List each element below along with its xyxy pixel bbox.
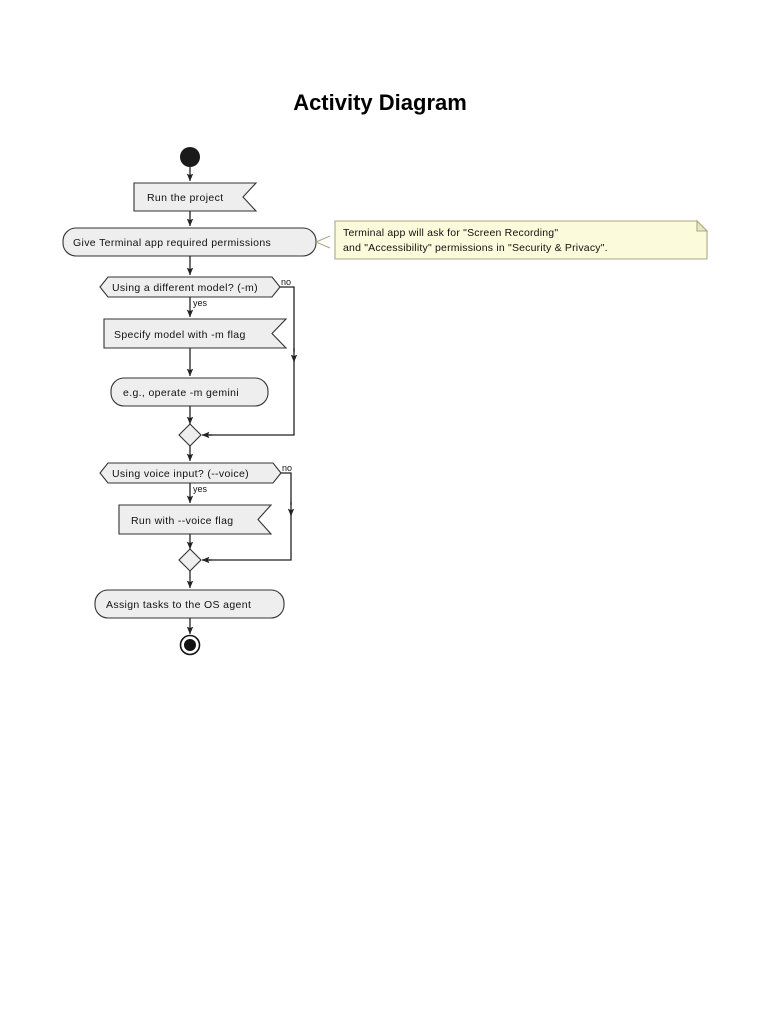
merge-node-model xyxy=(178,423,202,447)
page-title: Activity Diagram xyxy=(293,90,467,115)
node-example-gemini[interactable]: e.g., operate -m gemini xyxy=(110,377,269,407)
guard-voice-yes: yes xyxy=(193,484,208,494)
decision-using-different-model[interactable]: Using a different model? (-m) xyxy=(99,276,281,298)
note-connector xyxy=(315,235,331,249)
edge-decision-voice-no-to-merge xyxy=(206,512,292,561)
node-assign-tasks-label: Assign tasks to the OS agent xyxy=(106,599,251,611)
edge-decision-model-no-to-merge xyxy=(206,358,295,436)
node-specify-model-label: Specify model with -m flag xyxy=(114,329,246,341)
node-run-the-project[interactable]: Run the project xyxy=(133,182,258,212)
guard-model-no: no xyxy=(281,277,291,287)
note-permissions-line-1: Terminal app will ask for "Screen Record… xyxy=(343,227,558,239)
note-permissions-line-2: and "Accessibility" permissions in "Secu… xyxy=(343,242,608,254)
node-run-with-voice-flag[interactable]: Run with --voice flag xyxy=(118,504,273,535)
node-example-gemini-label: e.g., operate -m gemini xyxy=(123,387,239,399)
node-run-with-voice-flag-label: Run with --voice flag xyxy=(131,515,233,527)
guard-voice-no: no xyxy=(282,463,292,473)
decision-using-voice-input[interactable]: Using voice input? (--voice) xyxy=(99,462,282,484)
edge-decision-model-no-down xyxy=(280,286,295,352)
node-run-the-project-label: Run the project xyxy=(147,192,223,204)
node-specify-model[interactable]: Specify model with -m flag xyxy=(103,318,288,349)
merge-node-voice xyxy=(178,548,202,572)
decision-using-voice-input-label: Using voice input? (--voice) xyxy=(112,468,249,480)
guard-model-yes: yes xyxy=(193,298,208,308)
node-give-permissions[interactable]: Give Terminal app required permissions xyxy=(62,227,317,257)
edge-decision-voice-no-down xyxy=(281,472,292,505)
node-assign-tasks[interactable]: Assign tasks to the OS agent xyxy=(94,589,285,619)
end-node xyxy=(179,634,201,656)
decision-using-different-model-label: Using a different model? (-m) xyxy=(112,282,258,294)
start-node xyxy=(180,147,200,167)
node-give-permissions-label: Give Terminal app required permissions xyxy=(73,237,271,249)
note-permissions: Terminal app will ask for "Screen Record… xyxy=(334,219,709,260)
